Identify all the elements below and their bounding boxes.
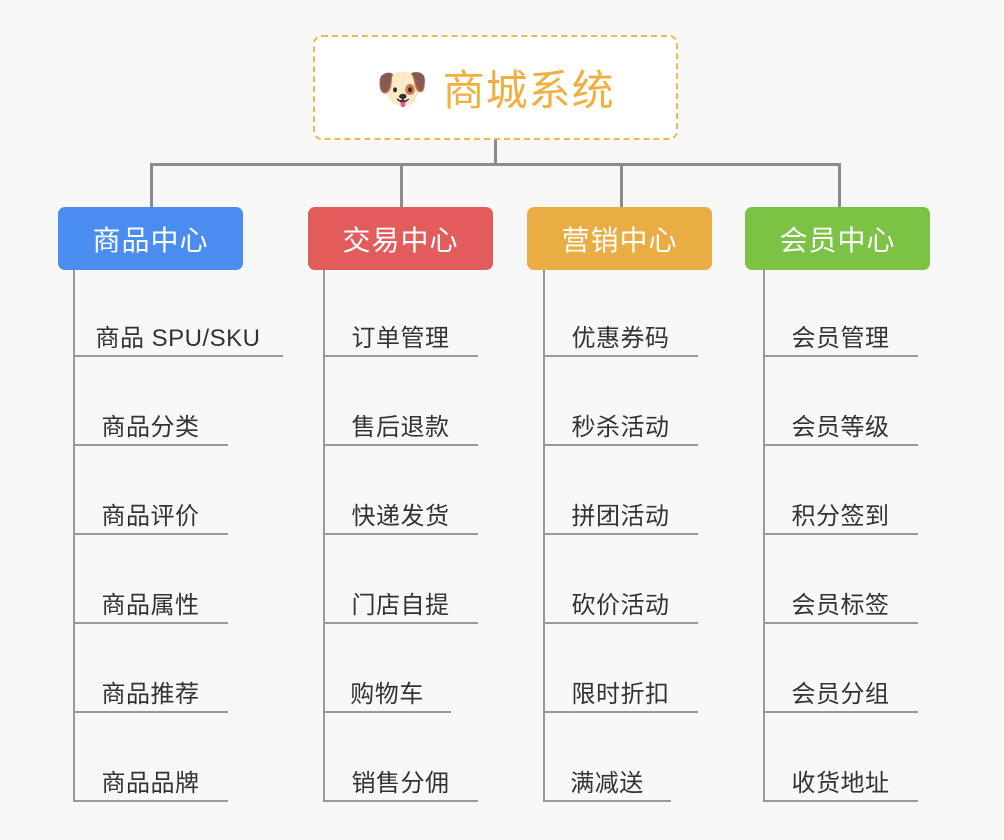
leaf-item[interactable]: 订单管理 (323, 313, 478, 357)
category-header-product-center[interactable]: 商品中心 (58, 207, 243, 270)
leaf-item[interactable]: 砍价活动 (543, 580, 698, 624)
root-title: 商城系统 (442, 67, 615, 114)
leaf-item[interactable]: 优惠券码 (543, 313, 698, 357)
leaf-item[interactable]: 商品评价 (73, 491, 228, 535)
category-header-member-center[interactable]: 会员中心 (745, 207, 930, 270)
leaf-item[interactable]: 会员管理 (763, 313, 918, 357)
leaf-item-label: 商品 SPU/SKU (95, 325, 261, 352)
leaf-item[interactable]: 商品分类 (73, 402, 228, 446)
column-product-center: 商品中心 (58, 207, 243, 270)
trunk-line-product-center (73, 270, 75, 802)
leaf-item[interactable]: 拼团活动 (543, 491, 698, 535)
column-member-center: 会员中心 (745, 207, 930, 270)
leaf-item[interactable]: 会员等级 (763, 402, 918, 446)
leaf-item-label: 会员分组 (791, 681, 890, 708)
leaf-item-label: 会员管理 (791, 325, 890, 352)
leaf-item[interactable]: 商品 SPU/SKU (73, 313, 283, 357)
leaf-item[interactable]: 商品品牌 (73, 758, 228, 802)
connector-horizontal-bar (150, 163, 841, 166)
leaf-item-label: 商品评价 (101, 503, 200, 530)
category-header-marketing-center[interactable]: 营销中心 (527, 207, 712, 270)
leaf-item[interactable]: 秒杀活动 (543, 402, 698, 446)
dog-face-icon: 🐶 (376, 63, 429, 113)
leaf-item-label: 会员标签 (791, 592, 890, 619)
leaf-item[interactable]: 会员分组 (763, 669, 918, 713)
leaf-item-label: 购物车 (350, 681, 424, 708)
leaf-item-label: 销售分佣 (351, 770, 450, 797)
leaf-item[interactable]: 商品推荐 (73, 669, 228, 713)
leaf-item-label: 商品属性 (101, 592, 200, 619)
leaf-item-label: 砍价活动 (571, 592, 670, 619)
trunk-line-member-center (763, 270, 765, 802)
connector-drop-trade-center (400, 163, 403, 208)
leaf-item[interactable]: 快递发货 (323, 491, 478, 535)
leaf-item-label: 商品分类 (101, 414, 200, 441)
leaf-item-label: 商品品牌 (101, 770, 200, 797)
leaf-item-label: 会员等级 (791, 414, 890, 441)
leaf-item[interactable]: 门店自提 (323, 580, 478, 624)
leaf-item-label: 收货地址 (791, 770, 890, 797)
trunk-line-trade-center (323, 270, 325, 802)
leaf-item-label: 订单管理 (351, 325, 450, 352)
leaf-item[interactable]: 满减送 (543, 758, 671, 802)
leaf-item-label: 优惠券码 (571, 325, 670, 352)
leaf-item-label: 满减送 (570, 770, 644, 797)
leaf-item[interactable]: 商品属性 (73, 580, 228, 624)
leaf-item[interactable]: 积分签到 (763, 491, 918, 535)
leaf-item[interactable]: 购物车 (323, 669, 451, 713)
category-header-trade-center[interactable]: 交易中心 (308, 207, 493, 270)
leaf-item-label: 积分签到 (791, 503, 890, 530)
leaf-item-label: 拼团活动 (571, 503, 670, 530)
trunk-line-marketing-center (543, 270, 545, 802)
leaf-item-label: 售后退款 (351, 414, 450, 441)
column-trade-center: 交易中心 (308, 207, 493, 270)
leaf-item[interactable]: 销售分佣 (323, 758, 478, 802)
leaf-item-label: 快递发货 (351, 503, 450, 530)
connector-drop-product-center (150, 163, 153, 208)
connector-root-stem (494, 140, 497, 166)
leaf-item-label: 门店自提 (351, 592, 450, 619)
root-node[interactable]: 🐶 商城系统 (313, 35, 678, 140)
leaf-item[interactable]: 会员标签 (763, 580, 918, 624)
leaf-item[interactable]: 限时折扣 (543, 669, 698, 713)
leaf-item-label: 限时折扣 (571, 681, 670, 708)
connector-drop-member-center (838, 163, 841, 208)
leaf-item[interactable]: 售后退款 (323, 402, 478, 446)
leaf-item[interactable]: 收货地址 (763, 758, 918, 802)
leaf-item-label: 商品推荐 (101, 681, 200, 708)
connector-drop-marketing-center (620, 163, 623, 208)
column-marketing-center: 营销中心 (527, 207, 712, 270)
leaf-item-label: 秒杀活动 (571, 414, 670, 441)
